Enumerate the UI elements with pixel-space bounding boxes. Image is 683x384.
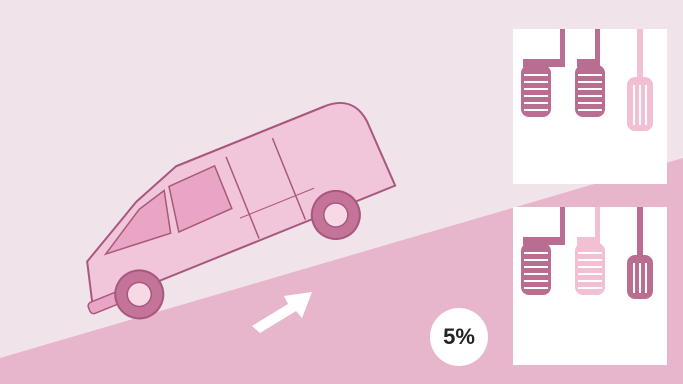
brake-pedal-icon: [575, 29, 605, 117]
pedal-panel-bottom: [513, 207, 667, 365]
pedals-top-graphic: [513, 29, 667, 184]
accelerator-pedal-icon: [627, 29, 653, 131]
pedals-bottom-graphic: [513, 207, 667, 365]
brake-pedal-icon: [575, 207, 605, 295]
grade-badge: 5%: [430, 308, 488, 366]
grade-label: 5%: [443, 324, 475, 350]
accelerator-pedal-icon: [627, 207, 653, 299]
clutch-pedal-icon: [521, 207, 565, 295]
pedal-panel-top: [513, 29, 667, 184]
clutch-pedal-icon: [521, 29, 565, 117]
